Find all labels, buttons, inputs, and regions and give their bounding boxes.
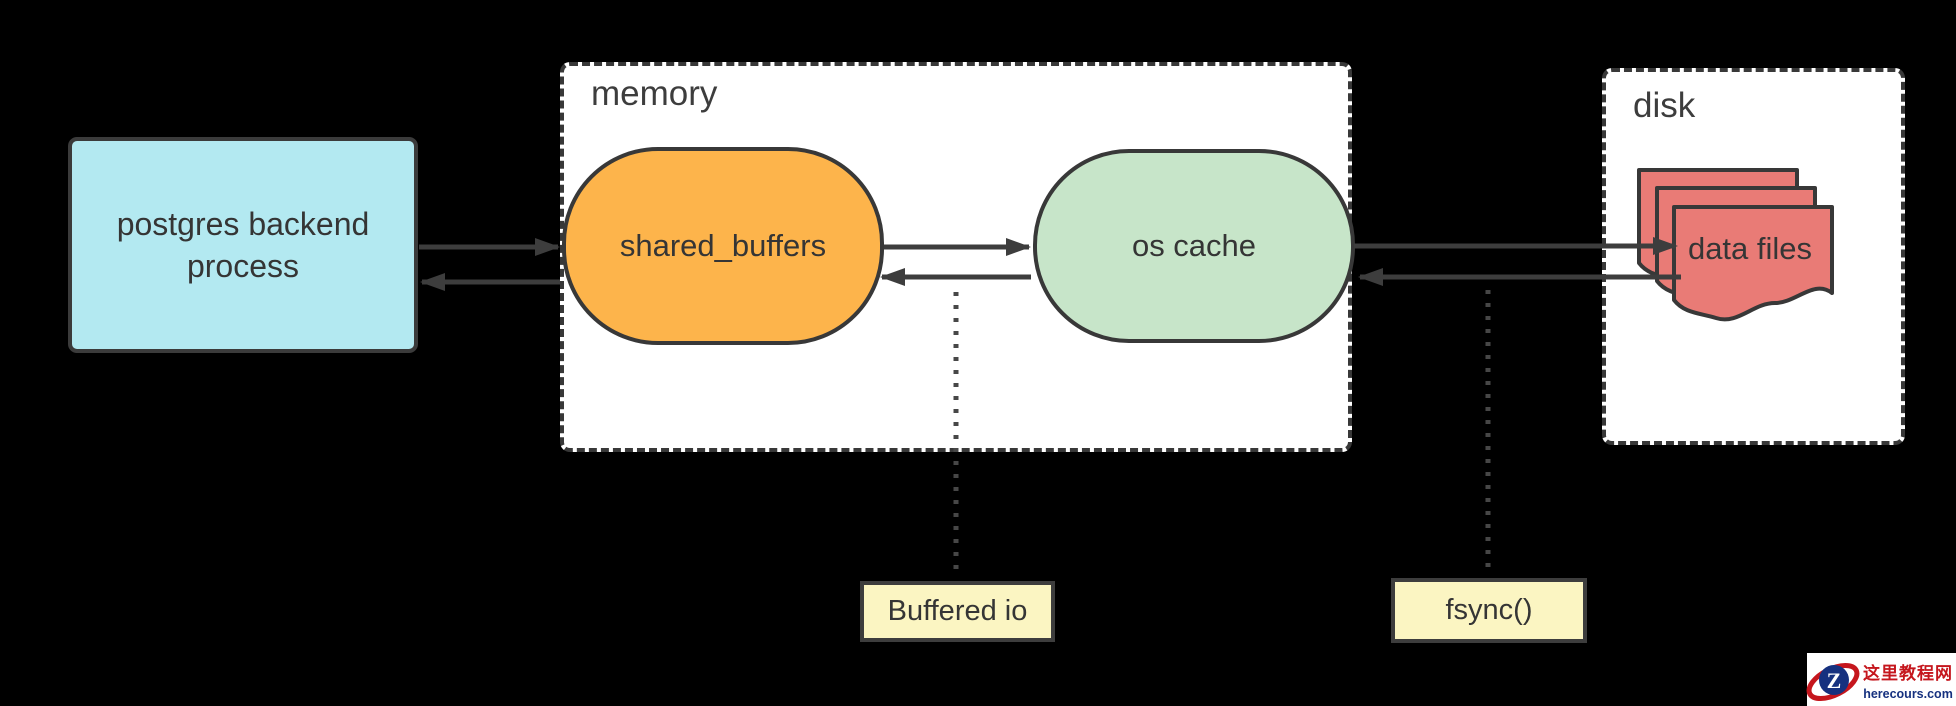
memory-label: memory <box>591 74 718 113</box>
os-cache-node: os cache <box>1033 149 1355 343</box>
shared-buffers-label: shared_buffers <box>619 228 827 263</box>
watermark-logo-icon: Z <box>1806 662 1860 702</box>
os-cache-label: os cache <box>1131 228 1257 263</box>
watermark: Z 这里教程网 herecours.com <box>1806 653 1956 706</box>
watermark-site-name: 这里教程网 <box>1863 664 1953 683</box>
buffered-io-label: Buffered io <box>860 581 1055 642</box>
data-files-label: data files <box>1687 231 1813 266</box>
buffered-io-text: Buffered io <box>887 595 1028 627</box>
watermark-logo-letter: Z <box>1827 668 1842 693</box>
disk-label: disk <box>1633 86 1696 125</box>
fsync-text: fsync() <box>1445 594 1533 626</box>
backend-process-node: postgres backend process <box>68 137 418 353</box>
disk-container: disk data files <box>1602 68 1905 445</box>
backend-process-label: postgres backend process <box>116 205 370 284</box>
shared-buffers-node: shared_buffers <box>562 147 884 345</box>
fsync-label: fsync() <box>1391 578 1587 643</box>
watermark-site-domain: herecours.com <box>1863 687 1953 701</box>
memory-container: memory shared_buffers os cache <box>560 62 1355 452</box>
data-files-stack-icon <box>1637 168 1834 322</box>
